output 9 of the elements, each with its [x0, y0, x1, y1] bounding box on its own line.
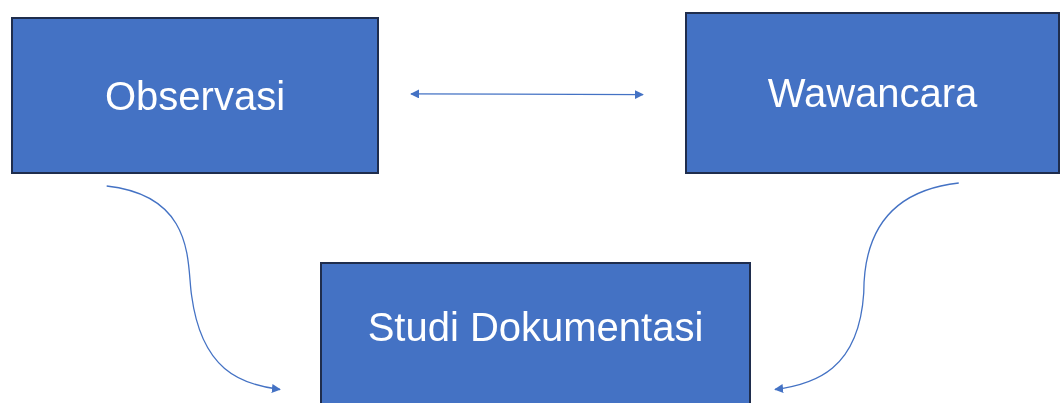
arrow — [410, 89, 644, 100]
process-box — [685, 12, 1060, 174]
process-box — [11, 17, 379, 174]
arrow — [774, 182, 960, 393]
box-label: Observasi — [104, 72, 286, 120]
process-box — [320, 262, 751, 403]
arrow — [106, 185, 281, 393]
box-label: Wawancara — [767, 70, 978, 117]
box-label: Studi Dokumentasi — [367, 304, 704, 351]
